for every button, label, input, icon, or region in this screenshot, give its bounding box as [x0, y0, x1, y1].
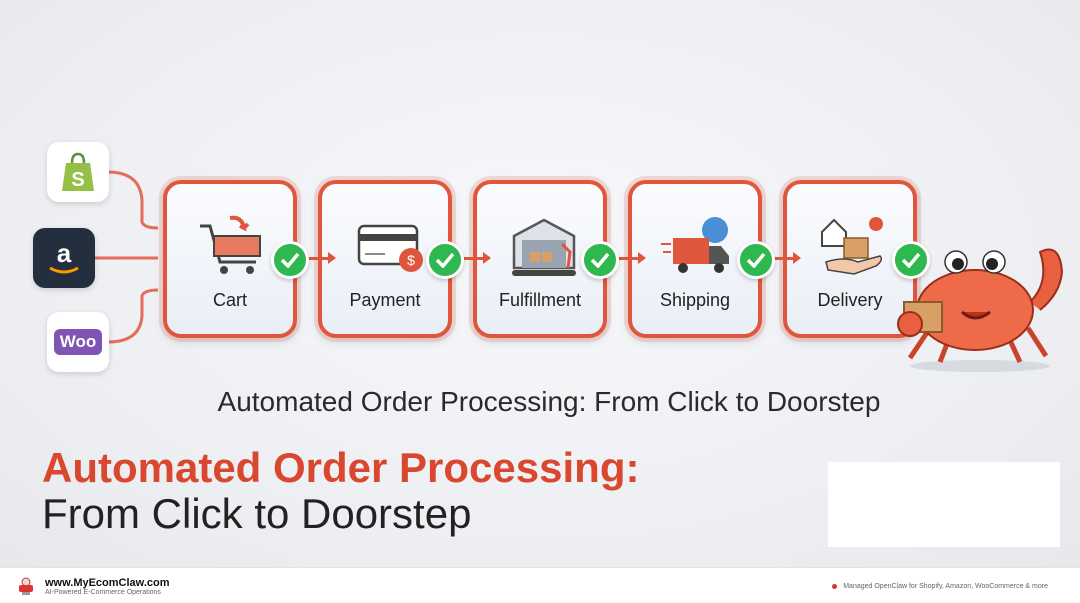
credit-card-icon: $: [357, 224, 423, 272]
step-payment: $ Payment: [318, 180, 452, 338]
check-icon: [426, 241, 464, 279]
bullet-icon: [832, 583, 838, 589]
title-line-1: Automated Order Processing:: [42, 444, 640, 491]
cart-icon: [200, 215, 261, 274]
shopify-icon: S: [47, 142, 109, 202]
step-label: Cart: [212, 290, 247, 310]
footer: www.MyEcomClaw.com AI-Powered E-Commerce…: [0, 567, 1080, 603]
warehouse-icon: [512, 218, 576, 276]
check-icon: [737, 241, 775, 279]
svg-text:$: $: [407, 252, 415, 268]
amazon-icon: a: [33, 228, 95, 288]
check-icon: [892, 241, 930, 279]
step-label: Shipping: [659, 290, 731, 310]
svg-text:S: S: [71, 169, 84, 191]
footer-note: Managed OpenClaw for Shopify, Amazon, Wo…: [832, 583, 1048, 590]
step-label: Payment: [349, 290, 421, 310]
svg-text:a: a: [57, 238, 72, 268]
arrow-icon: [463, 252, 491, 264]
crab-mascot: [897, 248, 1064, 372]
arrow-icon: [618, 252, 646, 264]
tagline: AI-Powered E-Commerce Operations: [45, 589, 161, 596]
logo-icon: [19, 577, 33, 595]
check-icon: [581, 241, 619, 279]
arrow-icon: [308, 252, 336, 264]
caption: Automated Order Processing: From Click t…: [217, 386, 881, 417]
title-line-2: From Click to Doorstep: [42, 490, 472, 537]
package-hand-icon: [821, 217, 883, 275]
arrow-icon: [773, 252, 801, 264]
woo-icon: Woo: [47, 312, 109, 372]
footer-note-text: Managed OpenClaw for Shopify, Amazon, Wo…: [843, 583, 1048, 590]
step-label: Delivery: [817, 290, 883, 310]
truck-icon: [661, 217, 729, 273]
check-icon: [271, 241, 309, 279]
site-link[interactable]: www.MyEcomClaw.com: [45, 577, 170, 589]
connector-lines: [95, 170, 159, 344]
blank-panel: [828, 462, 1060, 547]
step-label: Fulfillment: [498, 290, 582, 310]
